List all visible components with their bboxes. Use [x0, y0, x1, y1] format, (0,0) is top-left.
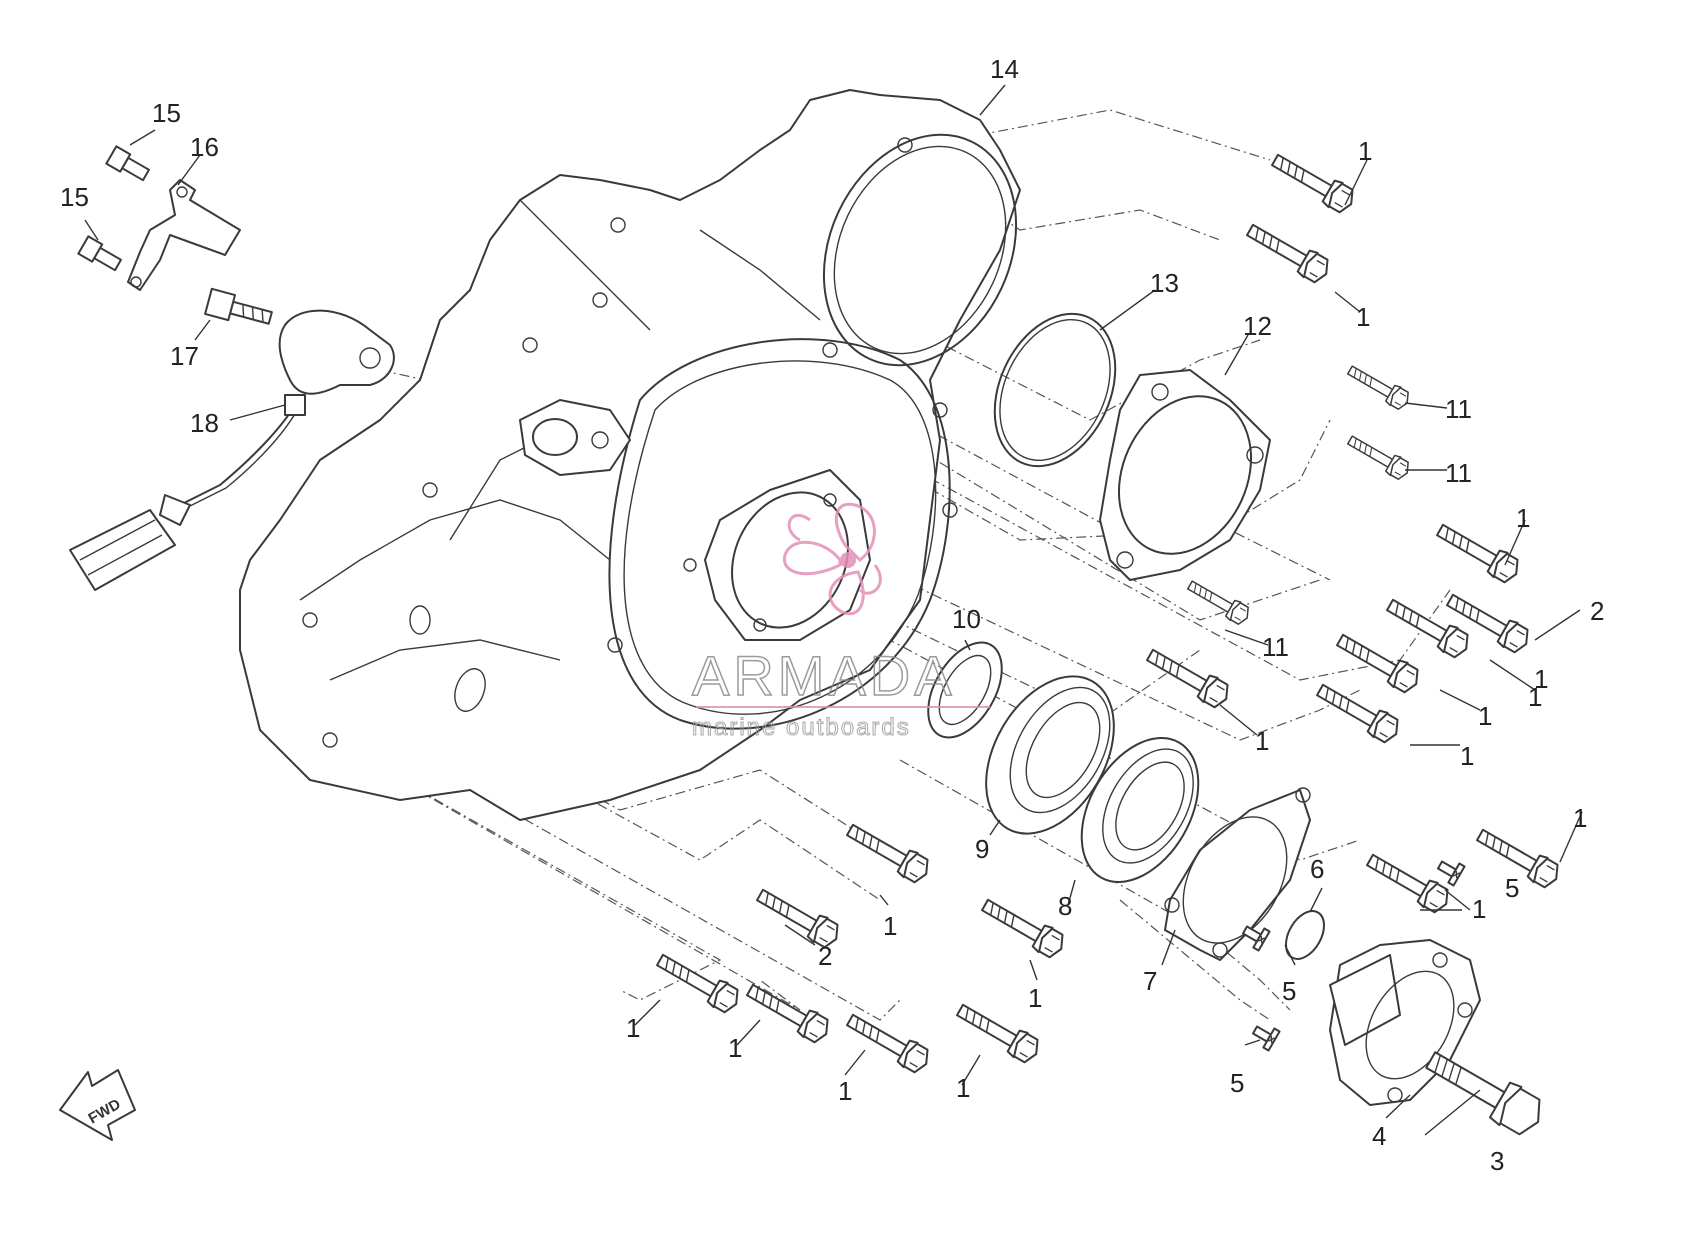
callout-1: 1 [1534, 664, 1548, 694]
o-ring-6 [1285, 910, 1325, 960]
bolt-17 [204, 287, 273, 325]
o-ring-13 [993, 312, 1117, 468]
forward-direction-marker: FWD [59, 1069, 136, 1141]
flange-bolt-3 [1425, 1051, 1541, 1136]
callout-labels: 1 1 1 1 1 1 1 1 1 1 1 1 1 1 1 1 2 2 3 4 … [60, 54, 1604, 1176]
callout-10: 10 [952, 604, 981, 634]
callout-1: 1 [883, 911, 897, 941]
speed-sensor-18 [69, 309, 395, 591]
bolt-15-lower [77, 235, 122, 272]
callout-1: 1 [1356, 302, 1370, 332]
callout-11: 11 [1445, 458, 1472, 488]
callout-2: 2 [1590, 596, 1604, 626]
leader-lines [84, 84, 1583, 1136]
cover-plate-12 [1099, 369, 1271, 581]
callout-15: 15 [152, 98, 181, 128]
bearing-9 [985, 675, 1115, 835]
callout-1: 1 [1573, 803, 1587, 833]
watermark-title: ARMADA [692, 644, 956, 707]
crankcase-cover-housing [239, 89, 1021, 821]
callout-1: 1 [1472, 894, 1486, 924]
callout-2: 2 [818, 941, 832, 971]
callout-16: 16 [190, 132, 219, 162]
bolt-15-upper [105, 145, 150, 182]
propeller-hub-icon [840, 552, 856, 568]
callout-6: 6 [1310, 854, 1324, 884]
callout-4: 4 [1372, 1121, 1386, 1151]
callout-7: 7 [1143, 966, 1157, 996]
gasket-7 [1164, 787, 1311, 961]
callout-1: 1 [1516, 503, 1530, 533]
bracket-16 [127, 179, 241, 291]
callout-1: 1 [1528, 682, 1542, 712]
callout-1: 1 [1358, 136, 1372, 166]
propeller-logo-icon [783, 502, 882, 616]
callout-5: 5 [1505, 873, 1519, 903]
callout-1: 1 [1028, 983, 1042, 1013]
callout-1: 1 [838, 1076, 852, 1106]
callout-1: 1 [626, 1013, 640, 1043]
callout-5: 5 [1230, 1068, 1244, 1098]
callout-1: 1 [956, 1073, 970, 1103]
callout-17: 17 [170, 341, 199, 371]
callout-1: 1 [1478, 701, 1492, 731]
callout-11: 11 [1262, 632, 1289, 662]
callout-8: 8 [1058, 891, 1072, 921]
callout-15: 15 [60, 182, 89, 212]
callout-18: 18 [190, 408, 219, 438]
callout-11: 11 [1445, 394, 1472, 424]
armada-watermark: ARMADA marine outboards [691, 502, 990, 742]
callout-1: 1 [1255, 726, 1269, 756]
callout-13: 13 [1150, 268, 1179, 298]
callout-1: 1 [1460, 741, 1474, 771]
watermark-subtitle: marine outboards [692, 714, 911, 741]
oil-seal-10 [927, 641, 1003, 739]
callout-12: 12 [1243, 311, 1272, 341]
bearing-8 [1080, 736, 1200, 884]
callout-3: 3 [1490, 1146, 1504, 1176]
callout-14: 14 [990, 54, 1019, 84]
callout-5: 5 [1282, 976, 1296, 1006]
callout-9: 9 [975, 834, 989, 864]
callout-1: 1 [728, 1033, 742, 1063]
